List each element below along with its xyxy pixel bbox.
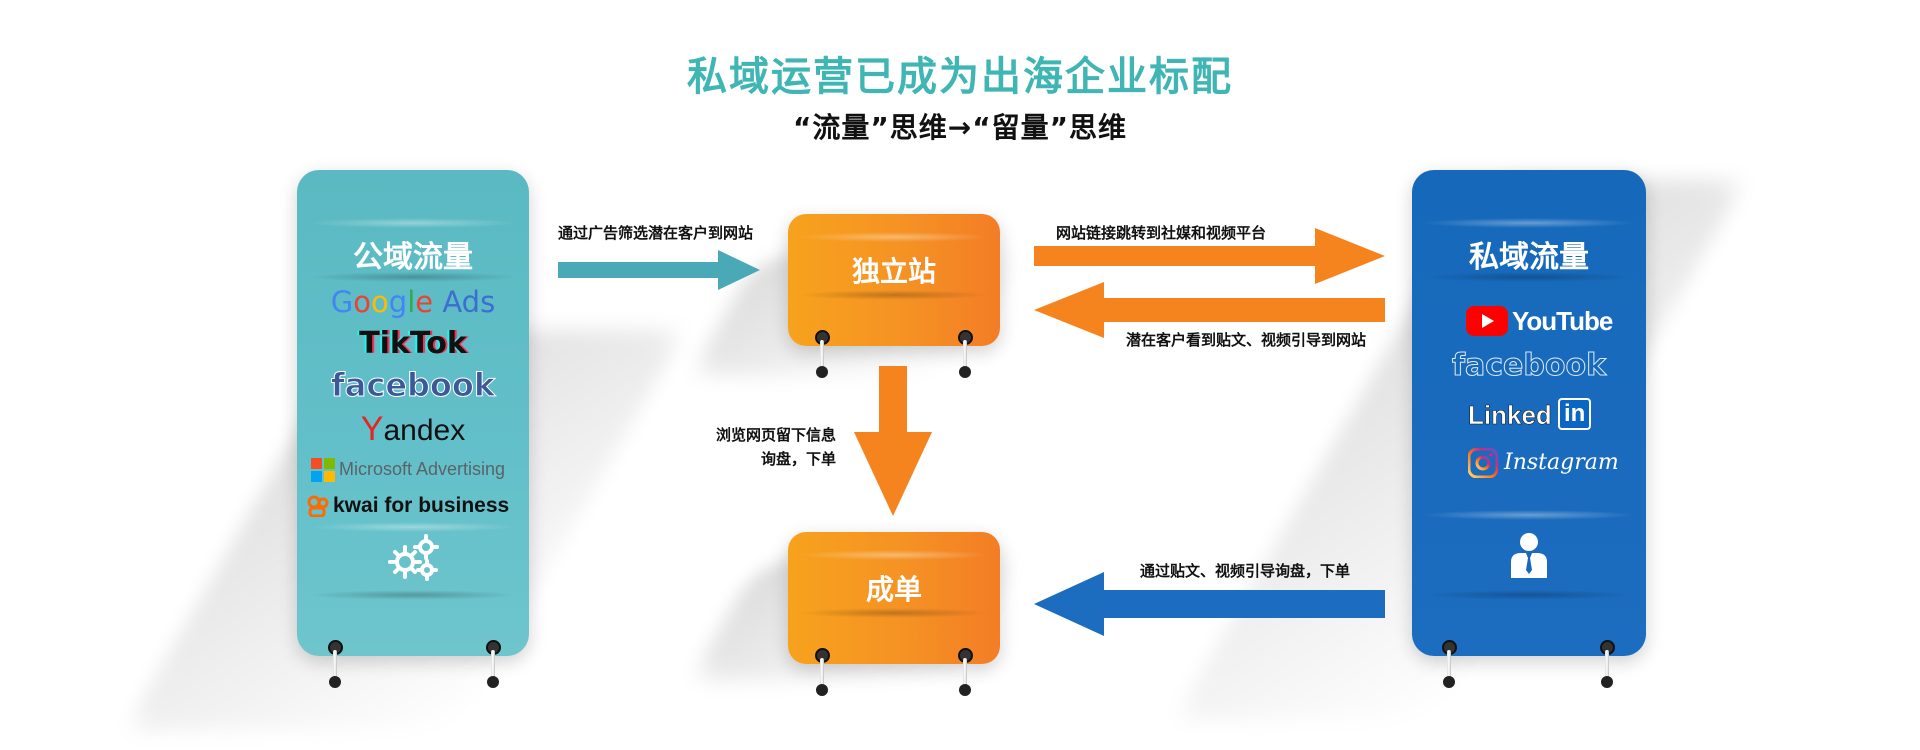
youtube-play-icon bbox=[1466, 306, 1508, 336]
edge-label-private-to-deal: 通过贴文、视频引导询盘，下单 bbox=[1140, 562, 1351, 580]
arrow-public-to-site bbox=[558, 250, 760, 290]
panel-ridge bbox=[1422, 510, 1636, 520]
facebook-logo: facebook bbox=[1451, 348, 1607, 384]
hook-end bbox=[816, 684, 828, 696]
arrow-private-to-site bbox=[1034, 282, 1385, 338]
panel-ridge bbox=[307, 218, 519, 228]
tiktok-logo: TikTok bbox=[359, 326, 467, 361]
hook-wire bbox=[820, 340, 824, 368]
card-ridge bbox=[798, 550, 990, 560]
linkedin-box: in bbox=[1558, 398, 1592, 430]
hook-end bbox=[329, 676, 341, 688]
hook-wire bbox=[1605, 650, 1609, 678]
card-ridge bbox=[798, 608, 990, 618]
instagram-logo: Instagram bbox=[1468, 448, 1619, 482]
private-traffic-panel: 私域流量 YouTube facebook Linked in Instagra… bbox=[1412, 170, 1646, 656]
yandex-logo: Yandex bbox=[360, 410, 466, 448]
kwai-logo: kwai for business bbox=[307, 492, 527, 520]
private-panel-title: 私域流量 bbox=[1469, 240, 1589, 275]
hook-wire bbox=[491, 650, 495, 678]
public-panel-title: 公域流量 bbox=[353, 240, 473, 275]
edge-label-site-to-deal-line1: 浏览网页留下信息 bbox=[716, 426, 837, 444]
deal-card: 成单 bbox=[788, 532, 1000, 664]
card-ridge bbox=[798, 290, 990, 300]
edge-label-site-to-deal-line2: 询盘，下单 bbox=[760, 450, 836, 468]
hook-end bbox=[1601, 676, 1613, 688]
hook-end bbox=[959, 366, 971, 378]
edge-label-public-to-site: 通过广告筛选潜在客户到网站 bbox=[558, 224, 754, 242]
hook-wire bbox=[1447, 650, 1451, 678]
page-subtitle: “流量”思维→“留量”思维 bbox=[792, 111, 1128, 144]
page-title: 私域运营已成为出海企业标配 bbox=[687, 54, 1233, 100]
arrow-site-to-deal bbox=[854, 366, 932, 516]
facebook-logo: facebook bbox=[330, 366, 496, 405]
hook-wire bbox=[963, 658, 967, 686]
linkedin-label: Linked bbox=[1468, 400, 1552, 431]
hook-wire bbox=[963, 340, 967, 368]
independent-site-card: 独立站 bbox=[788, 214, 1000, 346]
panel-ridge bbox=[1422, 590, 1636, 600]
hook-wire bbox=[820, 658, 824, 686]
linkedin-logo: Linked in bbox=[1468, 398, 1618, 434]
kwai-icon bbox=[307, 495, 329, 517]
public-traffic-panel: 公域流量 Google Ads TikTok facebook Yandex M… bbox=[297, 170, 529, 656]
panel-ridge bbox=[307, 522, 519, 532]
microsoft-advertising-logo: Microsoft Advertising bbox=[311, 456, 521, 484]
hook-end bbox=[959, 684, 971, 696]
card-ridge bbox=[798, 232, 990, 242]
arrow-private-to-deal bbox=[1034, 572, 1385, 636]
edge-label-site-to-private: 网站链接跳转到社媒和视频平台 bbox=[1056, 224, 1267, 242]
deal-label: 成单 bbox=[865, 573, 922, 606]
gears-icon bbox=[388, 534, 439, 581]
hook-end bbox=[487, 676, 499, 688]
microsoft-label: Microsoft Advertising bbox=[339, 459, 506, 479]
panel-ridge bbox=[1422, 272, 1636, 282]
microsoft-icon bbox=[311, 458, 335, 482]
hook-wire bbox=[333, 650, 337, 678]
google-ads-logo: Google Ads bbox=[330, 285, 496, 319]
instagram-label: Instagram bbox=[1504, 450, 1619, 475]
site-label: 独立站 bbox=[851, 255, 936, 288]
edge-label-private-to-site: 潜在客户看到贴文、视频引导到网站 bbox=[1126, 331, 1367, 349]
person-icon bbox=[1511, 533, 1547, 578]
arrow-site-to-private bbox=[1034, 228, 1385, 284]
panel-ridge bbox=[307, 272, 519, 282]
youtube-label: YouTube bbox=[1512, 306, 1613, 336]
panel-ridge bbox=[307, 590, 519, 600]
youtube-logo: YouTube bbox=[1466, 304, 1626, 338]
hook-end bbox=[1443, 676, 1455, 688]
kwai-label: kwai for business bbox=[333, 494, 510, 517]
panel-ridge bbox=[1422, 218, 1636, 228]
instagram-icon bbox=[1468, 448, 1498, 478]
hook-end bbox=[816, 366, 828, 378]
